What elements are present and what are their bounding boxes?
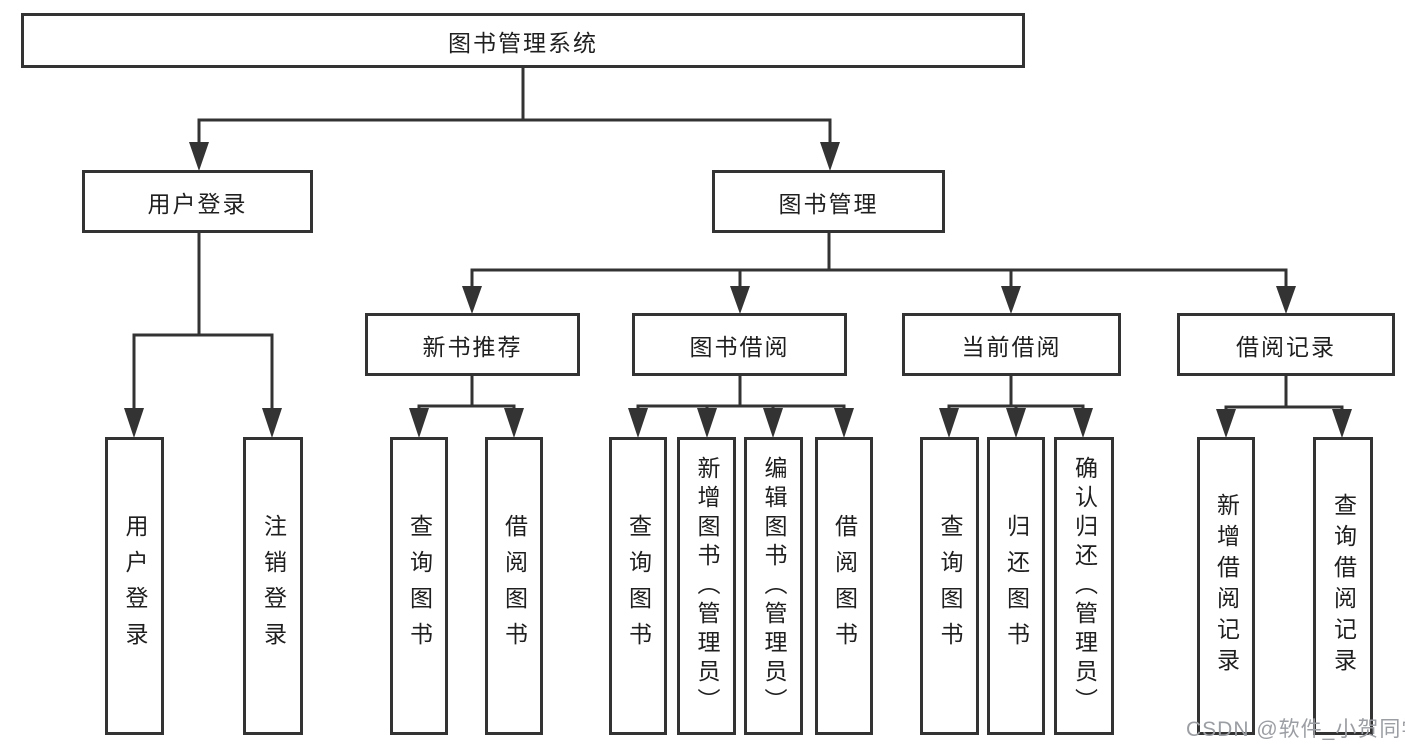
connector-root-to-level2 [189, 68, 840, 171]
leaf-query-books-under-recommend: 查询图书 [390, 437, 448, 735]
node-label: 图书管理系统 [448, 29, 598, 56]
leaf-return-books: 归还图书 [987, 437, 1045, 735]
leaf-logout: 注销登录 [243, 437, 303, 735]
watermark: CSDN @软件_小贺同学 [1186, 718, 1405, 741]
node-book-borrow: 图书借阅 [632, 313, 847, 376]
node-library-management-system: 图书管理系统 [21, 13, 1025, 68]
node-label: 新书推荐 [422, 333, 523, 360]
node-new-book-recommend: 新书推荐 [365, 313, 580, 376]
connector-records-to-leaves [1216, 376, 1352, 438]
node-current-borrow: 当前借阅 [902, 313, 1121, 376]
leaf-edit-books-admin: 编辑图书（管理员） [744, 437, 803, 735]
leaf-borrow-books-under-recommend: 借阅图书 [485, 437, 543, 735]
connector-userlogin-to-leaves [124, 233, 282, 438]
connector-borrow-to-leaves [628, 376, 854, 438]
leaf-query-borrow-record: 查询借阅记录 [1313, 437, 1373, 735]
leaf-user-login: 用户登录 [105, 437, 164, 735]
leaf-borrow-books-under-borrow: 借阅图书 [815, 437, 873, 735]
leaf-query-books-under-borrow: 查询图书 [609, 437, 667, 735]
node-label: 用户登录 [147, 190, 248, 217]
connector-bookmgmt-to-level3 [462, 233, 1296, 314]
node-borrow-records: 借阅记录 [1177, 313, 1395, 376]
leaf-add-books-admin: 新增图书（管理员） [677, 437, 736, 735]
node-user-login: 用户登录 [82, 170, 313, 233]
connector-recommend-to-leaves [409, 376, 524, 438]
node-book-management: 图书管理 [712, 170, 945, 233]
leaf-confirm-return-admin: 确认归还（管理员） [1054, 437, 1114, 735]
node-label: 当前借阅 [961, 333, 1062, 360]
node-label: 借阅记录 [1236, 333, 1336, 360]
connector-current-to-leaves [939, 376, 1093, 438]
leaf-query-books-under-current: 查询图书 [920, 437, 979, 735]
node-label: 图书管理 [778, 190, 879, 217]
leaf-add-borrow-record: 新增借阅记录 [1197, 437, 1255, 735]
node-label: 图书借阅 [689, 333, 790, 360]
